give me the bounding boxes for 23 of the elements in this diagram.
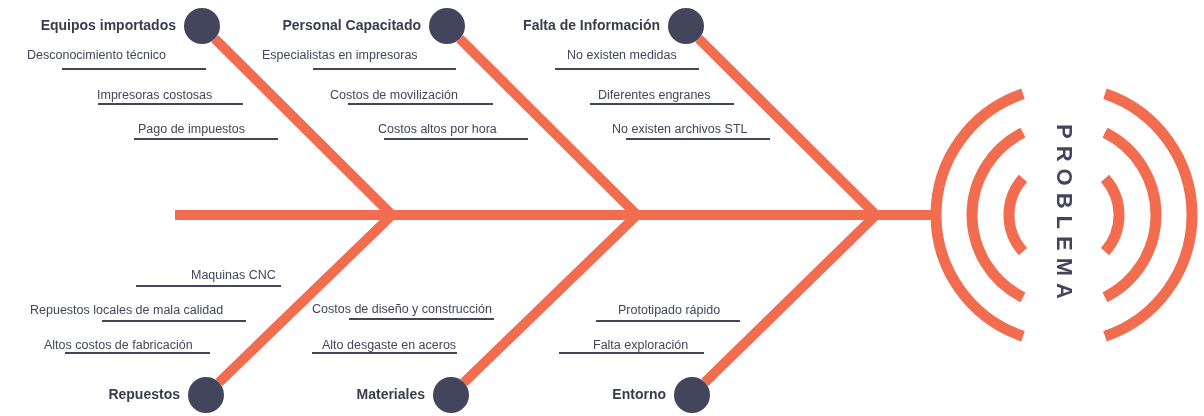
cause-label: Costos de diseño y construcción [312,302,492,317]
category-label: Repuestos [108,386,180,402]
cause-label: Falta exploración [593,338,689,353]
cause-label: Maquinas CNC [191,268,276,283]
cause-label: Desconocimiento técnico [27,48,166,63]
cause-label: Especialistas en impresoras [262,48,418,63]
cause-label: Pago de impuestos [138,122,245,137]
cause-label: Altos costos de fabricación [44,338,193,353]
category-label: Equipos importados [40,17,176,33]
category-label: Entorno [612,386,666,402]
cause-label: Diferentes engranes [598,88,711,103]
cause-label: Impresoras costosas [97,88,213,103]
cause-label: Costos altos por hora [378,122,497,137]
cause-label: Prototipado rápido [618,303,721,318]
problem-label: PROBLEMA [1051,124,1077,306]
category-label: Materiales [356,386,425,402]
cause-label: No existen archivos STL [612,122,748,137]
cause-label: Alto desgaste en aceros [322,338,457,353]
category-label: Personal Capacitado [282,17,421,33]
cause-label: Repuestos locales de mala calidad [30,303,224,318]
category-label: Falta de Información [523,17,660,33]
cause-label: Costos de movilización [330,88,458,103]
cause-label: No existen medidas [567,48,677,63]
